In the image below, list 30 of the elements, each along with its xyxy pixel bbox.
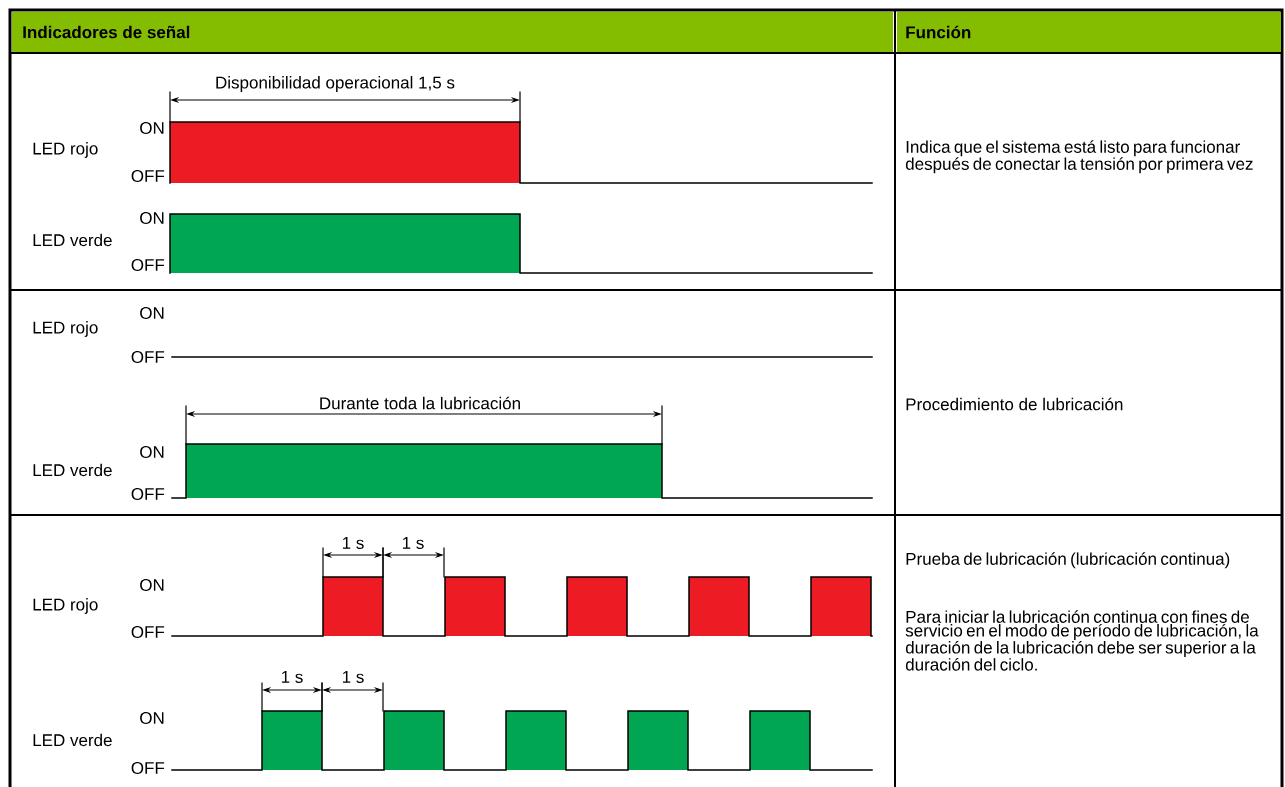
signal-name: LED verde [33, 233, 112, 247]
function-text: Indica que el sistema está listo para funcionar después de conectar la tensión por primera vez [905, 140, 1253, 174]
function-text: Procedimiento de lubricación [906, 397, 1123, 411]
state-label: ON [140, 306, 164, 319]
function-text: Para iniciar la lubricación continua con fines de servicio en el modo de período de lubricación, la duración de la lubricación debe ser superior a la duración del ciclo. [905, 610, 1259, 671]
dimension-label: 1 s [342, 671, 364, 683]
column-header: Función [897, 12, 1281, 52]
state-label: OFF [131, 169, 165, 182]
dimension-label: 1 s [342, 537, 364, 549]
state-label: ON [140, 711, 164, 724]
state-label: OFF [131, 258, 165, 271]
state-label: OFF [131, 487, 165, 500]
state-label: ON [140, 578, 164, 591]
column-header: Indicadores de señal [12, 12, 893, 52]
dimension-label: Disponibilidad operacional 1,5 s [216, 76, 455, 92]
state-label: OFF [131, 761, 165, 774]
function-text: Prueba de lubricación (lubricación continua) [906, 552, 1230, 569]
dimension-label: 1 s [402, 537, 424, 549]
state-label: ON [140, 122, 164, 134]
state-label: OFF [131, 625, 165, 638]
signal-name: LED rojo [33, 321, 98, 337]
state-label: ON [140, 445, 164, 458]
state-label: ON [140, 211, 164, 224]
dimension-label: 1 s [281, 671, 303, 683]
signal-name: LED rojo [33, 142, 98, 158]
dimension-label: Durante toda la lubricación [320, 396, 520, 410]
signal-name: LED verde [33, 733, 112, 747]
signal-name: LED verde [33, 463, 112, 477]
signal-name: LED rojo [33, 598, 98, 614]
state-label: OFF [131, 350, 165, 363]
